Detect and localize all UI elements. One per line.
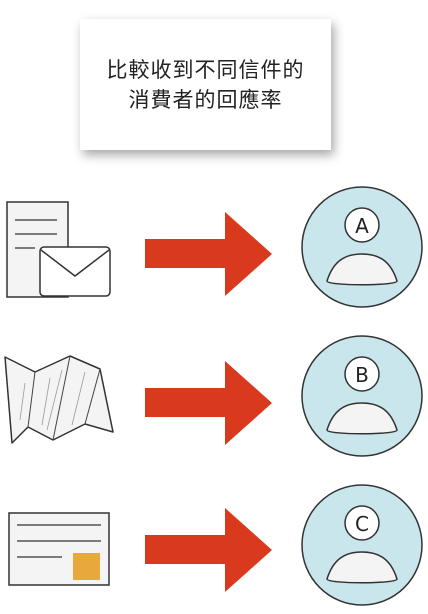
postcard-icon — [8, 512, 110, 586]
title-line-2: 消費者的回應率 — [128, 87, 283, 112]
arrow-row-3 — [145, 508, 272, 592]
letter-with-envelope-icon — [6, 201, 111, 298]
consumer-label-c: C — [355, 512, 369, 536]
consumer-c: C — [301, 484, 423, 606]
consumer-label-b: B — [355, 363, 369, 387]
consumer-b: B — [301, 335, 423, 457]
folded-brochure-icon — [4, 355, 114, 444]
arrow-row-2 — [145, 361, 272, 445]
title-line-1: 比較收到不同信件的 — [106, 57, 305, 82]
consumer-a: A — [301, 186, 423, 308]
title-card: 比較收到不同信件的 消費者的回應率 — [80, 19, 331, 150]
arrow-row-1 — [145, 212, 272, 296]
consumer-label-a: A — [355, 214, 369, 238]
